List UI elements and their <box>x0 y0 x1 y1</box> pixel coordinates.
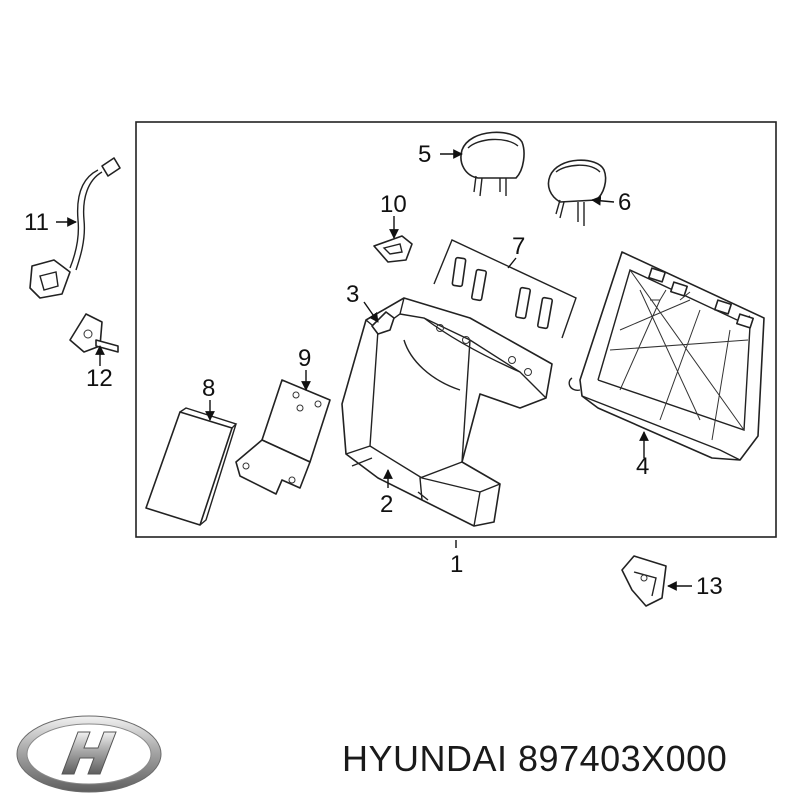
callout-8: 8 <box>202 375 215 402</box>
part-13-bracket <box>621 555 667 607</box>
part-11-cable <box>29 157 121 299</box>
part-number-caption: HYUNDAI 897403X000 <box>342 738 728 779</box>
part-8-pad <box>145 407 238 526</box>
callout-7: 7 <box>512 233 525 260</box>
part-9-bracket <box>235 379 331 495</box>
part-10-clip <box>373 235 413 263</box>
part-4-back-panel <box>568 251 765 461</box>
callout-2: 2 <box>380 491 393 518</box>
callout-3: 3 <box>346 281 359 308</box>
callout-1: 1 <box>450 551 463 578</box>
hyundai-logo <box>16 715 162 793</box>
leader-3 <box>363 301 379 323</box>
callout-5: 5 <box>418 141 431 168</box>
part-6-headrest <box>547 159 607 226</box>
part-12-anchor <box>69 313 119 353</box>
assembly-frame <box>135 121 777 538</box>
callout-6: 6 <box>618 189 631 216</box>
leader-6 <box>591 195 615 206</box>
part-2-seatback-frame <box>341 297 553 527</box>
callout-10: 10 <box>380 191 407 218</box>
leader-7 <box>507 257 517 269</box>
callout-4: 4 <box>636 453 649 480</box>
callout-13: 13 <box>696 573 723 600</box>
callout-12: 12 <box>86 365 113 392</box>
part-5-headrest <box>460 131 525 197</box>
callout-9: 9 <box>298 345 311 372</box>
part-7-guides <box>433 239 577 339</box>
callout-11: 11 <box>24 209 49 236</box>
